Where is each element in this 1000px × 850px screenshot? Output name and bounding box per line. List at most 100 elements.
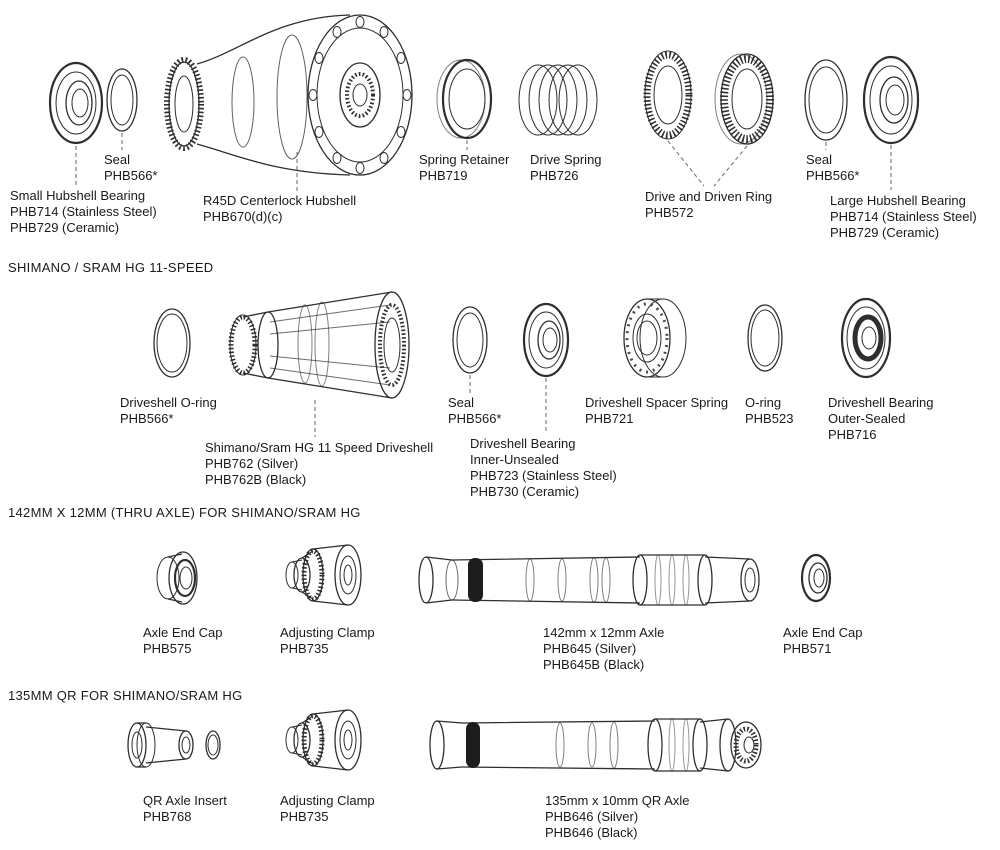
drive-ring-drawing — [643, 50, 693, 140]
label-driveshell-bearing-outer: Driveshell Bearing Outer-Sealed PHB716 — [828, 395, 934, 443]
label-line: Driveshell Spacer Spring — [585, 395, 729, 410]
label-line: PHB566* — [104, 168, 158, 183]
label-line: PHB723 (Stainless Steel) — [470, 468, 617, 483]
label-large-hubshell-bearing: Large Hubshell Bearing PHB714 (Stainless… — [830, 193, 977, 241]
label-line: PHB714 (Stainless Steel) — [830, 209, 977, 224]
axle-135-drawing — [429, 718, 762, 772]
label-line: PHB523 — [745, 411, 794, 426]
label-line: PHB735 — [280, 809, 329, 824]
label-line: PHB729 (Ceramic) — [10, 220, 120, 235]
driveshell-oring-drawing — [153, 308, 191, 378]
label-line: PHB645 (Silver) — [543, 641, 637, 656]
label-line: 142mm x 12mm Axle — [543, 625, 665, 640]
section-heading-thru-axle: 142MM X 12MM (THRU AXLE) FOR SHIMANO/SRA… — [8, 505, 361, 520]
drive-spring-drawing — [518, 64, 598, 136]
label-line: PHB730 (Ceramic) — [470, 484, 580, 499]
label-line: Seal — [448, 395, 475, 410]
label-line: PHB670(d)(c) — [203, 209, 283, 224]
label-line: Inner-Unsealed — [470, 452, 559, 467]
label-line: Adjusting Clamp — [280, 793, 375, 808]
label-line: QR Axle Insert — [143, 793, 227, 808]
oring-523-drawing — [747, 304, 783, 372]
label-line: PHB762 (Silver) — [205, 456, 299, 471]
axle-142-drawing — [418, 554, 760, 606]
axle-end-cap-571-drawing — [800, 553, 832, 603]
large-hubshell-bearing-drawing — [862, 55, 920, 145]
label-line: Seal — [806, 152, 833, 167]
label-small-hubshell-bearing: Small Hubshell Bearing PHB714 (Stainless… — [10, 188, 157, 236]
label-line: PHB575 — [143, 641, 192, 656]
label-axle-142: 142mm x 12mm Axle PHB645 (Silver) PHB645… — [543, 625, 664, 673]
label-seal-mid: Seal PHB566* — [448, 395, 501, 427]
label-axle-135: 135mm x 10mm QR Axle PHB646 (Silver) PHB… — [545, 793, 690, 841]
label-line: PHB735 — [280, 641, 329, 656]
label-line: PHB721 — [585, 411, 634, 426]
label-driveshell-oring: Driveshell O-ring PHB566* — [120, 395, 217, 427]
label-driveshell: Shimano/Sram HG 11 Speed Driveshell PHB7… — [205, 440, 433, 488]
label-line: Driveshell Bearing — [470, 436, 576, 451]
section-heading-qr: 135MM QR FOR SHIMANO/SRAM HG — [8, 688, 243, 703]
hubshell-drawing — [164, 14, 413, 176]
label-line: Shimano/Sram HG 11 Speed Driveshell — [205, 440, 434, 455]
seal-mid-drawing — [452, 306, 488, 374]
spring-retainer-drawing — [436, 58, 493, 140]
label-adjusting-clamp-2: Adjusting Clamp PHB735 — [280, 793, 375, 825]
leader-lines — [75, 133, 892, 437]
label-hubshell: R45D Centerlock Hubshell PHB670(d)(c) — [203, 193, 356, 225]
label-line: Small Hubshell Bearing — [10, 188, 146, 203]
label-line: Drive and Driven Ring — [645, 189, 773, 204]
label-line: Spring Retainer — [419, 152, 510, 167]
label-line: PHB645B (Black) — [543, 657, 645, 672]
label-line: Axle End Cap — [143, 625, 223, 640]
label-line: Adjusting Clamp — [280, 625, 375, 640]
driveshell-bearing-outer-drawing — [840, 297, 892, 379]
axle-end-cap-575-drawing — [156, 551, 198, 605]
label-line: Large Hubshell Bearing — [830, 193, 966, 208]
label-adjusting-clamp-1: Adjusting Clamp PHB735 — [280, 625, 375, 657]
label-line: PHB716 — [828, 427, 877, 442]
seal-left-drawing — [106, 68, 138, 132]
label-line: PHB571 — [783, 641, 832, 656]
qr-axle-insert-drawing — [127, 722, 221, 768]
label-axle-end-cap-575: Axle End Cap PHB575 — [143, 625, 223, 657]
label-line: PHB566* — [120, 411, 174, 426]
label-line: PHB768 — [143, 809, 192, 824]
driveshell-spacer-spring-drawing — [623, 298, 687, 378]
label-line: PHB719 — [419, 168, 468, 183]
label-line: Driveshell Bearing — [828, 395, 934, 410]
label-line: PHB646 (Silver) — [545, 809, 639, 824]
label-line: PHB572 — [645, 205, 694, 220]
adjusting-clamp-1-drawing — [285, 544, 362, 606]
driven-ring-drawing — [714, 53, 774, 145]
label-line: Seal — [104, 152, 131, 167]
label-line: PHB646 (Black) — [545, 825, 638, 840]
label-drive-driven-ring: Drive and Driven Ring PHB572 — [645, 189, 772, 221]
label-spacer-spring: Driveshell Spacer Spring PHB721 — [585, 395, 728, 427]
label-line: O-ring — [745, 395, 782, 410]
label-line: Axle End Cap — [783, 625, 863, 640]
label-line: PHB762B (Black) — [205, 472, 307, 487]
label-line: Driveshell O-ring — [120, 395, 217, 410]
label-axle-end-cap-571: Axle End Cap PHB571 — [783, 625, 863, 657]
label-line: 135mm x 10mm QR Axle — [545, 793, 690, 808]
label-line: R45D Centerlock Hubshell — [203, 193, 357, 208]
label-seal-right: Seal PHB566* — [806, 152, 859, 184]
label-line: PHB729 (Ceramic) — [830, 225, 940, 240]
small-hubshell-bearing-drawing — [48, 61, 104, 145]
label-qr-axle-insert: QR Axle Insert PHB768 — [143, 793, 227, 825]
label-line: PHB726 — [530, 168, 579, 183]
label-driveshell-bearing-inner: Driveshell Bearing Inner-Unsealed PHB723… — [470, 436, 617, 500]
adjusting-clamp-2-drawing — [285, 709, 362, 771]
label-line: Drive Spring — [530, 152, 602, 167]
label-line: PHB714 (Stainless Steel) — [10, 204, 157, 219]
label-line: Outer-Sealed — [828, 411, 906, 426]
driveshell-drawing — [228, 291, 410, 399]
label-oring-523: O-ring PHB523 — [745, 395, 793, 427]
section-heading-hg11: SHIMANO / SRAM HG 11-SPEED — [8, 260, 214, 275]
seal-right-drawing — [804, 59, 848, 141]
label-line: PHB566* — [806, 168, 860, 183]
label-seal-left: Seal PHB566* — [104, 152, 157, 184]
label-spring-retainer: Spring Retainer PHB719 — [419, 152, 509, 184]
